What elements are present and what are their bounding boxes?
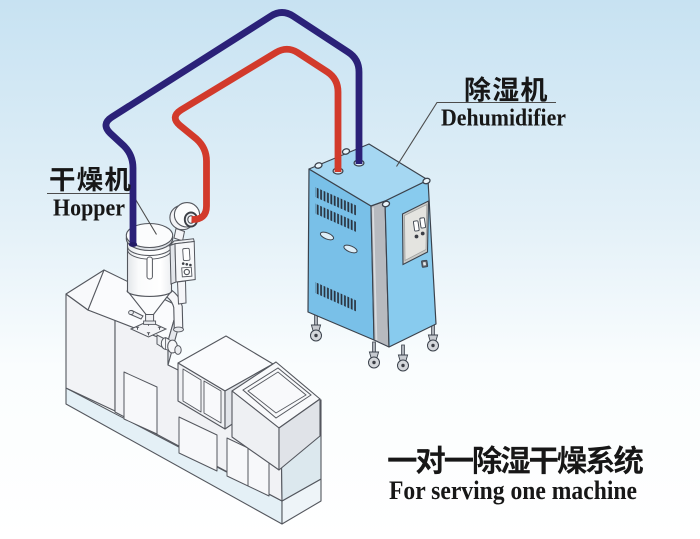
machine-window-1	[123, 371, 158, 435]
cabinet-oval-slot-2	[343, 244, 358, 254]
coupling-hub	[174, 345, 182, 355]
control-box-display	[182, 247, 191, 262]
hopper-neck-flange	[143, 320, 157, 325]
cabinet-door-latch	[421, 259, 429, 268]
cabinet-eyelet-right	[422, 177, 431, 185]
machine-mid-box-pane-2	[203, 380, 222, 424]
panel-display-2	[419, 217, 426, 229]
caster-hub	[401, 363, 405, 368]
mounting-plate-face	[129, 320, 168, 338]
dehumidifier-label-zh	[465, 76, 548, 102]
machine-window-2	[178, 416, 218, 472]
cabinet-control-panel	[401, 200, 430, 266]
cabinet-eyelet-front	[381, 200, 391, 208]
cabinet-eyelet-back	[341, 148, 351, 155]
plate-bolt	[157, 326, 162, 330]
dehumidifier-label-underline	[396, 101, 556, 167]
cabinet-vent-band-2	[315, 203, 356, 232]
caster-stem	[372, 341, 376, 353]
hopper-clamp-knob	[128, 310, 134, 315]
caption-zh	[388, 445, 644, 475]
dehumidifier-label-en: Dehumidifier	[441, 106, 566, 132]
machine-coupling	[156, 334, 182, 355]
hopper-label-zh	[50, 166, 131, 192]
blue-pipe-hopper-collar	[128, 242, 138, 247]
cabinet-oval-slot-1	[319, 231, 335, 241]
hopper-label-en: Hopper	[53, 196, 125, 222]
plate-bolt	[146, 332, 151, 336]
panel-display-1	[413, 220, 420, 232]
cabinet-eyelet-left	[314, 162, 323, 169]
latch-keyhole	[422, 262, 427, 266]
caster-front-mid	[368, 341, 380, 369]
caster-front-right	[397, 344, 409, 372]
caster-hub	[372, 360, 376, 365]
cabinet-strip-highlight	[372, 207, 378, 341]
caster-hub	[314, 333, 318, 338]
dry-air-pipe-red	[171, 45, 342, 223]
machine-mid-box-pane-1	[182, 368, 202, 413]
caster-stem	[401, 344, 405, 356]
caster-hub	[431, 343, 435, 348]
caster-stem	[314, 314, 318, 326]
control-box-switch	[183, 268, 190, 276]
hopper-sight-glass	[146, 256, 153, 280]
plate-bolt	[135, 326, 140, 330]
extruder-machine	[65, 269, 322, 525]
hopper-dryer-assembly	[125, 202, 201, 338]
machine-right-box-inset	[242, 367, 312, 419]
panel-button-1	[414, 234, 419, 239]
machine-right-box-inset-inner	[247, 371, 307, 414]
return-air-pipe-blue	[102, 9, 363, 245]
control-box-switch-plate	[181, 266, 193, 278]
hopper-mounting-plate	[129, 320, 168, 338]
hopper-suction-tube-cap	[173, 326, 184, 333]
control-box-button-2	[185, 263, 189, 266]
panel-button-2	[420, 231, 425, 236]
control-box-button-3	[189, 263, 192, 267]
control-box-button-1	[181, 262, 185, 265]
control-box-stand	[176, 280, 187, 305]
machine-right-box-side	[278, 398, 321, 471]
cabinet-vent-band-3	[315, 282, 356, 312]
cabinet-vent-band-1	[315, 187, 356, 216]
caption-en: For serving one machine	[389, 475, 637, 505]
hopper-control-box	[168, 238, 196, 285]
